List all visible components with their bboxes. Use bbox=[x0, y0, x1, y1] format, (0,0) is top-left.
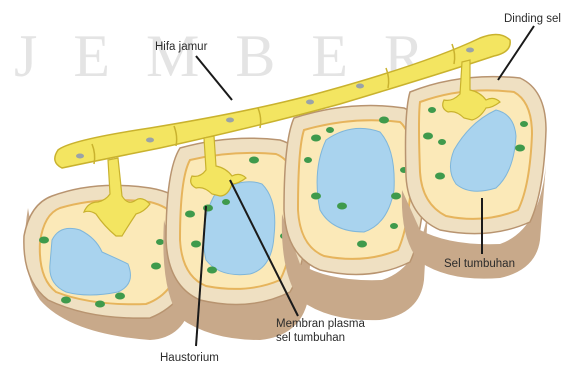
label-hifa-jamur: Hifa jamur bbox=[155, 41, 208, 53]
label-sel-tumbuhan: Sel tumbuhan bbox=[444, 258, 515, 270]
cell-2-vacuole bbox=[203, 182, 274, 275]
cell-3-vacuole bbox=[317, 128, 394, 232]
label-membran-plasma-line1: Membran plasma bbox=[276, 318, 365, 330]
label-haustorium: Haustorium bbox=[160, 352, 219, 364]
label-dinding-sel: Dinding sel bbox=[504, 13, 561, 25]
label-membran-plasma-line2: sel tumbuhan bbox=[276, 332, 345, 344]
